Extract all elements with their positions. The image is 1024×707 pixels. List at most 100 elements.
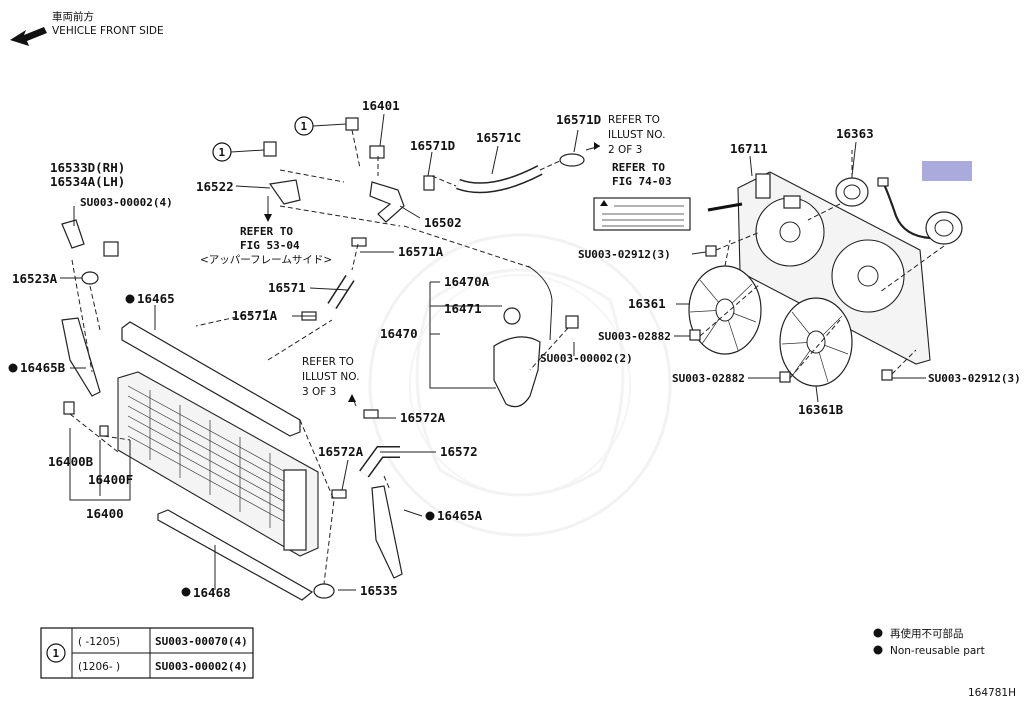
svg-text:FIG 53-04: FIG 53-04 (240, 239, 300, 252)
label-16465B: 16465B (20, 360, 66, 375)
drain-cock-16400B (63, 401, 75, 415)
watermark-crest-icon (368, 233, 672, 537)
label-16571A-b: 16571A (232, 308, 278, 323)
bolt-callout-top (345, 117, 359, 131)
legend-jp: 再使用不可部品 (890, 627, 964, 640)
part-labels: 16401 16571D 16571C 16571D 16533D(RH) 16… (12, 98, 1021, 600)
label-su00002-2: SU003-00002(2) (540, 352, 633, 365)
radiator-lower-support (157, 509, 314, 601)
table-row-1-range: ( -1205) (78, 636, 120, 648)
label-16465A: 16465A (437, 508, 483, 523)
svg-text:REFER TO: REFER TO (302, 356, 354, 368)
header-en: VEHICLE FRONT SIDE (52, 25, 164, 37)
label-16571D-a: 16571D (410, 138, 455, 153)
support-bracket-16533D (61, 219, 85, 249)
table-row-2-range: (1206- ) (78, 661, 120, 673)
bolt-su00002-4 (103, 241, 119, 257)
table-callout-symbol: 1 (53, 647, 60, 660)
legend-en: Non-reusable part (890, 645, 985, 657)
label-16361B: 16361B (798, 402, 844, 417)
bracket-16522 (268, 179, 301, 205)
radiator-upper-support (121, 321, 301, 437)
label-16401: 16401 (362, 98, 400, 113)
label-16535: 16535 (360, 583, 398, 598)
nonreusable-dot-16465 (125, 294, 135, 304)
callout-symbol-left: 1 (212, 142, 265, 162)
label-16522: 16522 (196, 179, 234, 194)
fan-blade-16361 (688, 265, 762, 355)
clamp-16571D-b (559, 153, 585, 167)
clamp-16572A-b (331, 489, 347, 499)
fan-motor-16363 (835, 177, 869, 207)
label-16471: 16471 (444, 301, 482, 316)
bolt-su02912-b (881, 369, 893, 381)
nut-su02882-a (689, 329, 701, 341)
label-su00002-4: SU003-00002(4) (80, 196, 173, 209)
svg-text:2 OF 3: 2 OF 3 (608, 144, 642, 156)
fan-shroud-16711 (737, 171, 931, 365)
label-16400F: 16400F (88, 472, 133, 487)
bolt-su02912-a (705, 245, 717, 257)
label-16400: 16400 (86, 506, 124, 521)
label-16400B: 16400B (48, 454, 94, 469)
clamp-16572A-a (363, 409, 379, 419)
svg-text:REFER TO: REFER TO (608, 114, 660, 126)
label-16571C: 16571C (476, 130, 521, 145)
bolt-su00002-2 (565, 315, 579, 329)
svg-text:ILLUST NO.: ILLUST NO. (608, 129, 665, 141)
nonreusable-dot-16468 (181, 587, 191, 597)
label-16571A-a: 16571A (398, 244, 444, 259)
drain-plug-16400F (99, 425, 109, 437)
fan-blade-16361B (779, 297, 853, 387)
label-su02912-a: SU003-02912(3) (578, 248, 671, 261)
svg-text:FIG 74-03: FIG 74-03 (612, 175, 672, 188)
inlet-pipe-16502 (369, 181, 405, 223)
label-16572A-a: 16572A (400, 410, 446, 425)
label-su02912-b: SU003-02912(3) (928, 372, 1021, 385)
radiator-core (117, 371, 319, 557)
nonreusable-dot-16465A (425, 511, 435, 521)
reserve-tank-16470 (493, 336, 541, 408)
label-16465: 16465 (137, 291, 175, 306)
table-row-2-part: SU003-00002(4) (155, 660, 248, 673)
bracket-16465B (61, 317, 101, 397)
nonreusable-dot-16465B (8, 363, 18, 373)
label-16361: 16361 (628, 296, 666, 311)
legend: 再使用不可部品 Non-reusable part (873, 627, 985, 657)
table-row-1-part: SU003-00070(4) (155, 635, 248, 648)
header-jp: 車両前方 (52, 10, 94, 23)
label-16572A-b: 16572A (318, 444, 364, 459)
label-16572: 16572 (440, 444, 478, 459)
svg-text:<アッパーフレームサイド>: <アッパーフレームサイド> (200, 254, 332, 266)
highlight-label-box (922, 161, 972, 181)
label-16534A: 16534A(LH) (50, 174, 125, 189)
bolt-callout-left (263, 141, 277, 157)
label-leaders-right (674, 141, 926, 403)
label-16711: 16711 (730, 141, 768, 156)
svg-text:1: 1 (219, 146, 226, 159)
label-16470A: 16470A (444, 274, 490, 289)
callout-table: 1 ( -1205) SU003-00070(4) (1206- ) SU003… (40, 627, 254, 679)
callout-symbol-top: 1 (294, 116, 347, 136)
cushion-16535 (313, 583, 335, 599)
label-16363: 16363 (836, 126, 874, 141)
label-su02882-a: SU003-02882 (598, 330, 671, 343)
radiator-cap-16401 (369, 145, 385, 159)
label-leaders (60, 113, 579, 591)
reference-notes: REFER TO FIG 53-04 <アッパーフレームサイド> REFER T… (200, 114, 672, 398)
svg-text:REFER TO: REFER TO (612, 161, 665, 174)
clamp-16571A-a (351, 237, 367, 247)
svg-text:ILLUST NO.: ILLUST NO. (302, 371, 359, 383)
label-16470: 16470 (380, 326, 418, 341)
bracket-16465A (371, 485, 403, 579)
svg-text:REFER TO: REFER TO (240, 225, 293, 238)
svg-text:3 OF 3: 3 OF 3 (302, 386, 336, 398)
connection-lines (69, 129, 569, 585)
nut-su02882-b (779, 371, 791, 383)
label-16571D-b: 16571D (556, 112, 601, 127)
label-16533D: 16533D(RH) (50, 160, 125, 175)
label-su02882-b: SU003-02882 (672, 372, 745, 385)
label-16468: 16468 (193, 585, 231, 600)
svg-text:1: 1 (301, 120, 308, 133)
